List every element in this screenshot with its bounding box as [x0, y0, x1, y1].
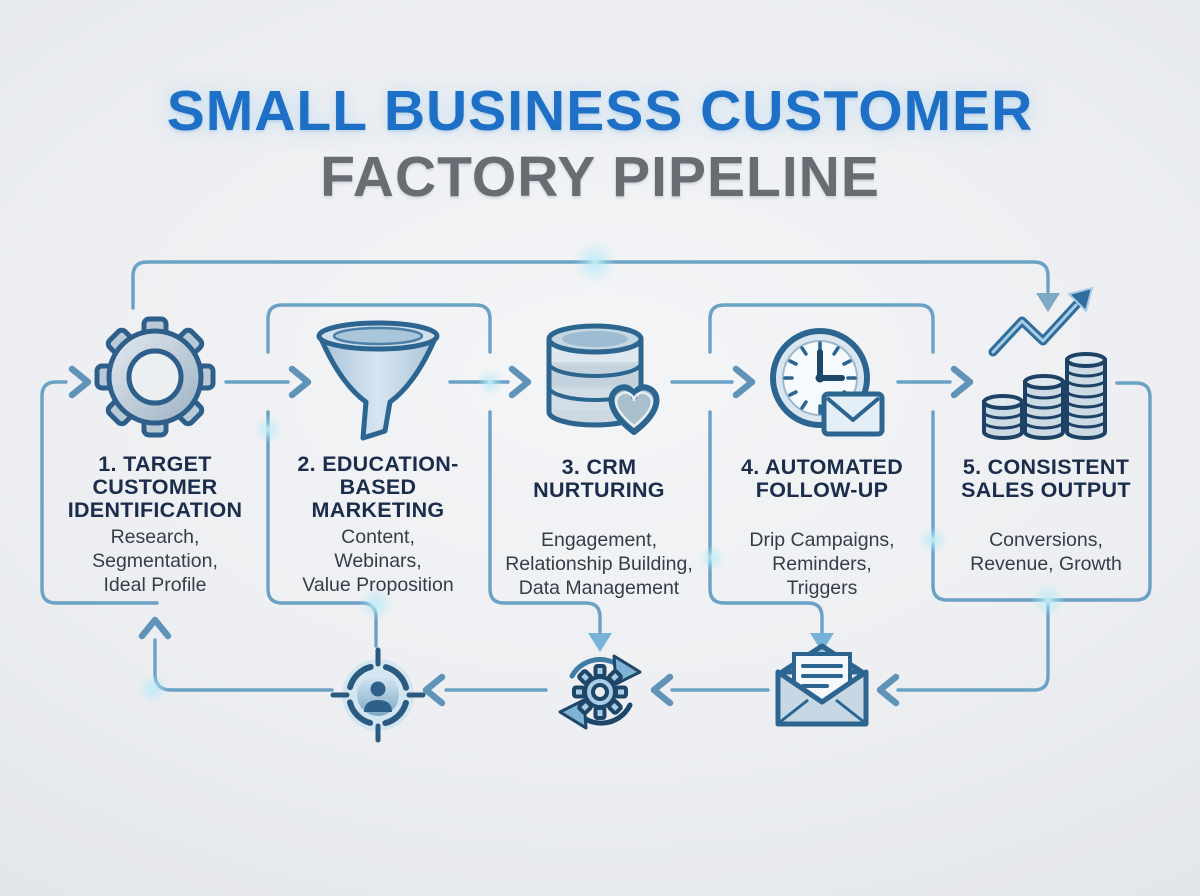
stage-2-title-line: BASED [339, 475, 417, 499]
arrowhead-drop-syncgear [588, 633, 612, 652]
stage-4-box-left-bottom [708, 410, 824, 635]
line-glow-highlights [138, 240, 1065, 704]
arrowhead-2-3 [508, 365, 532, 399]
arrowhead-top-loop-down [1036, 293, 1060, 312]
stage-3-subtitle-line: Data Management [518, 577, 680, 599]
stage-1-target-customer-identification: 1. TARGET CUSTOMER IDENTIFICATION Resear… [40, 452, 270, 597]
stage-4-subtitle-line: Reminders, [772, 553, 872, 575]
stage-5-subtitle-line: Revenue, Growth [970, 553, 1122, 575]
open-envelope-icon [775, 643, 869, 727]
page-title: SMALL BUSINESS CUSTOMER FACTORY PIPELINE [0, 78, 1200, 210]
funnel-icon [316, 320, 440, 441]
stage-3-title-line: 3. CRM [561, 455, 637, 479]
target-customer-icon [330, 647, 426, 743]
stage-5-title-line: 5. CONSISTENT [962, 455, 1130, 479]
stage-2-box-top [266, 303, 492, 354]
person-head [370, 681, 386, 697]
stage-1-title-line: CUSTOMER [92, 475, 218, 499]
page-title-line-1: SMALL BUSINESS CUSTOMER [166, 79, 1034, 143]
stage-3-title-line: NURTURING [533, 478, 665, 502]
stage-4-title-line: FOLLOW-UP [755, 478, 889, 502]
gear-icon [94, 316, 216, 438]
stage-2-subtitle-line: Value Proposition [302, 574, 454, 596]
stage-1-title-line: 1. TARGET [98, 452, 212, 476]
stage-2-title-line: 2. EDUCATION- [297, 452, 459, 476]
arrowhead-1-2 [288, 365, 312, 399]
stage-1-subtitle-line: Research, [110, 526, 200, 548]
feedback-line-target-to-stage1 [153, 638, 334, 692]
stage-5-consistent-sales-output: 5. CONSISTENT SALES OUTPUT Conversions, … [931, 455, 1161, 576]
growth-chart-coins-icon [982, 286, 1107, 440]
stage-1-subtitle-line: Ideal Profile [103, 574, 207, 596]
arrowhead-4-5 [950, 365, 974, 399]
stage-2-subtitle-line: Content, [341, 526, 415, 548]
arrowhead-feedback-left-3 [422, 673, 446, 707]
arrowhead-feedback-left-1 [876, 673, 900, 707]
arrowhead-feedback-left-2 [650, 673, 674, 707]
stage-3-crm-nurturing: 3. CRM NURTURING Engagement, Relationshi… [484, 455, 714, 600]
arrowhead-3-4 [732, 365, 756, 399]
stage-4-box-top [708, 303, 935, 354]
page-title-line-2: FACTORY PIPELINE [320, 145, 880, 209]
stage-3-subtitle-line: Relationship Building, [505, 553, 693, 575]
arrowhead-into-stage-1 [68, 365, 92, 399]
sync-gear-icon [558, 654, 642, 730]
database-heart-icon [546, 323, 660, 435]
arrowhead-drop-envelope [810, 633, 834, 652]
stage-5-box-partial [931, 381, 1152, 602]
stage-4-subtitle-line: Triggers [786, 577, 858, 599]
stage-2-title-line: MARKETING [311, 498, 445, 522]
clock-envelope-icon [770, 328, 885, 437]
stage-4-automated-follow-up: 4. AUTOMATED FOLLOW-UP Drip Campaigns, R… [707, 455, 937, 600]
stage-3-drop-connector [488, 410, 602, 635]
stage-3-subtitle-line: Engagement, [540, 529, 657, 551]
arrowhead-feedback-up [138, 616, 172, 640]
stage-1-subtitle-line: Segmentation, [92, 550, 218, 572]
stage-2-subtitle-line: Webinars, [334, 550, 422, 572]
stage-1-title-line: IDENTIFICATION [67, 498, 243, 522]
stage-5-title-line: SALES OUTPUT [961, 478, 1131, 502]
stage-5-feedback-drop [896, 598, 1050, 692]
stage-5-subtitle-line: Conversions, [989, 529, 1103, 551]
stage-4-title-line: 4. AUTOMATED [740, 455, 904, 479]
person-body [364, 700, 392, 712]
stage-2-education-based-marketing: 2. EDUCATION- BASED MARKETING Content, W… [263, 452, 493, 597]
stage-4-subtitle-line: Drip Campaigns, [749, 529, 895, 551]
stage-1-inflow-and-box [40, 380, 159, 605]
